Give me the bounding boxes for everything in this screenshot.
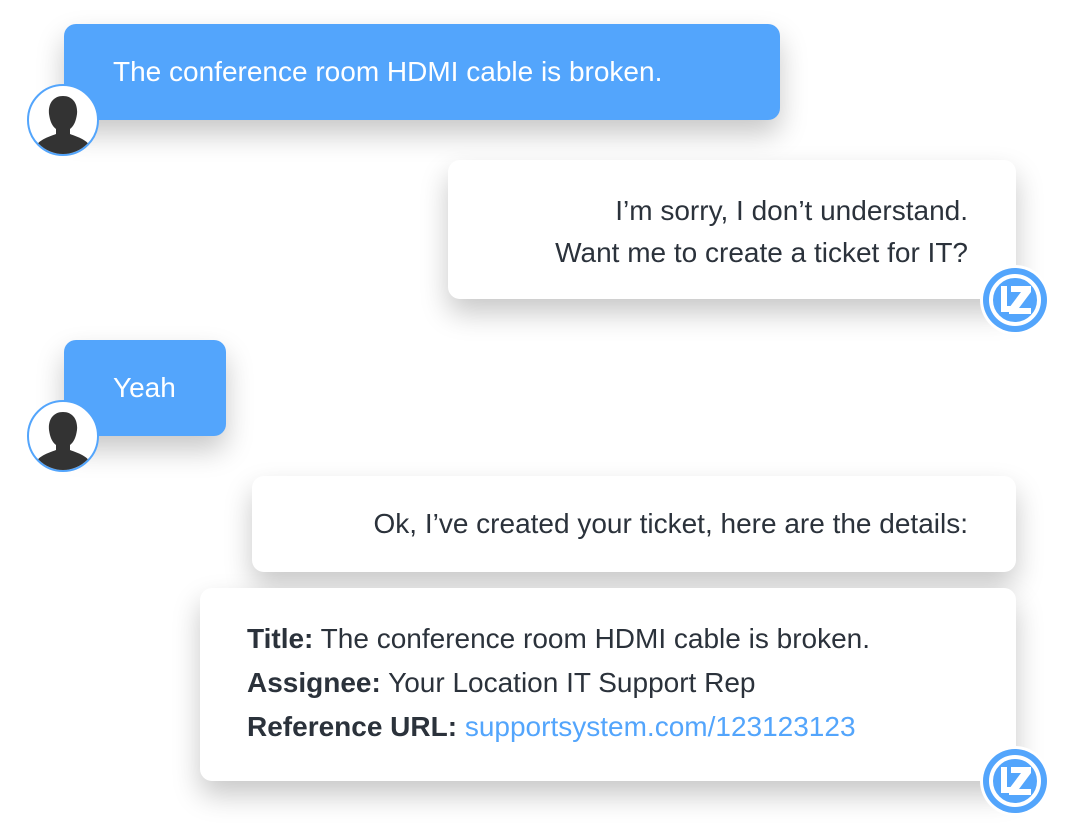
message-text: Ok, I’ve created your ticket, here are t… [373,508,968,539]
bot-message: I’m sorry, I don’t understand. Want me t… [448,160,1016,299]
ticket-title-label: Title: [247,623,314,654]
message-text: The conference room HDMI cable is broken… [113,56,663,87]
ticket-title-value: The conference room HDMI cable is broken… [320,623,871,654]
ticket-assignee-label: Assignee: [247,667,381,698]
message-text: Yeah [113,372,176,403]
lz-logo-icon [980,746,1050,816]
user-avatar-icon [27,400,99,472]
ticket-assignee-value: Your Location IT Support Rep [388,667,756,698]
lz-logo-icon [980,265,1050,335]
user-message: The conference room HDMI cable is broken… [64,24,780,120]
message-line: Want me to create a ticket for IT? [555,237,968,268]
ticket-url-label: Reference URL: [247,711,458,742]
ticket-url-row: Reference URL: supportsystem.com/1231231… [247,705,1016,749]
ticket-assignee-row: Assignee: Your Location IT Support Rep [247,661,1016,705]
bot-message: Ok, I’ve created your ticket, here are t… [252,476,1016,572]
ticket-card: Title: The conference room HDMI cable is… [200,588,1016,781]
ticket-url-link[interactable]: supportsystem.com/123123123 [464,711,856,742]
message-line: I’m sorry, I don’t understand. [615,195,968,226]
ticket-title-row: Title: The conference room HDMI cable is… [247,617,1016,661]
user-avatar-icon [27,84,99,156]
